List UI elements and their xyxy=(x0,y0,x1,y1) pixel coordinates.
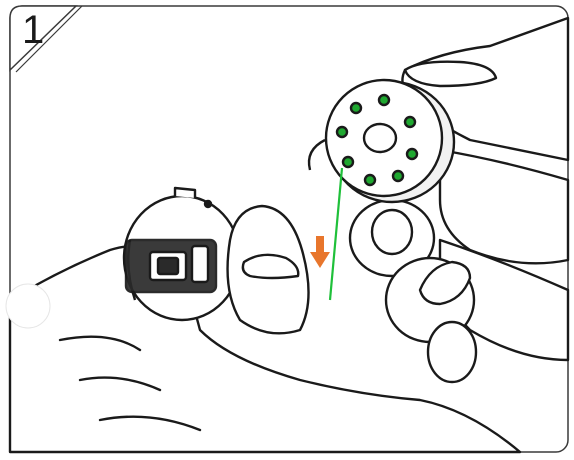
bobbin-hole xyxy=(393,171,403,181)
bobbin-hole xyxy=(379,95,389,105)
down-arrow-icon xyxy=(310,236,330,268)
thread-line xyxy=(330,168,342,300)
bobbin xyxy=(326,80,454,202)
bobbin-hole xyxy=(405,117,415,127)
step-number: 1 xyxy=(22,10,44,50)
left-thumb xyxy=(228,206,309,333)
bobbin-hole xyxy=(343,157,353,167)
bobbin-hole xyxy=(351,103,361,113)
bobbin-case xyxy=(124,188,240,320)
bobbin-hole xyxy=(407,149,417,159)
bobbin-hole xyxy=(337,127,347,137)
bobbin-hole xyxy=(365,175,375,185)
knob-marker xyxy=(6,284,50,328)
